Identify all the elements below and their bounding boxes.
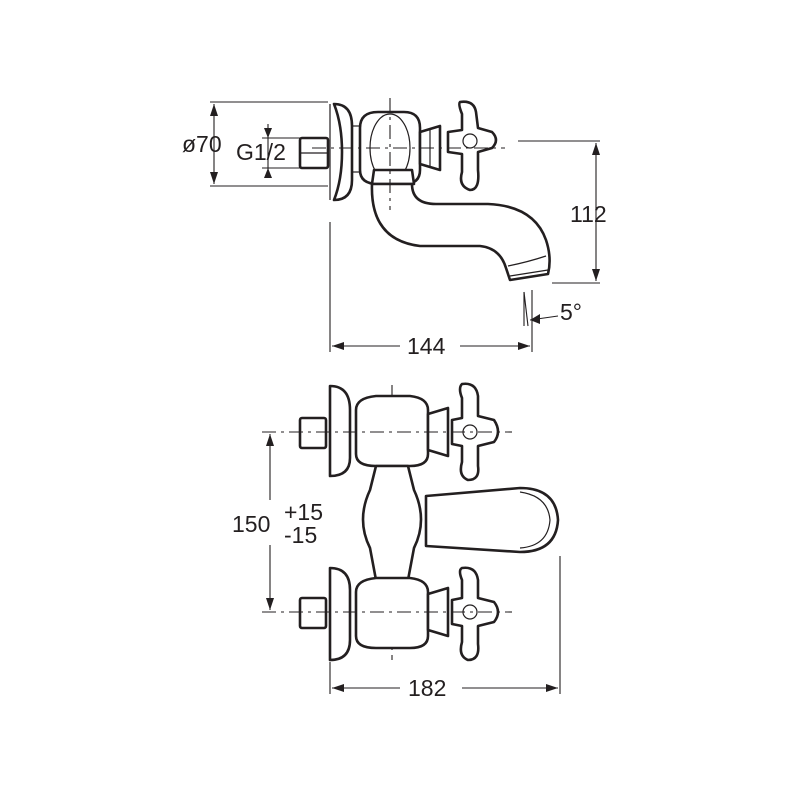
cross-handle-side [446, 100, 498, 192]
central-body [361, 464, 423, 582]
length-label: 144 [407, 333, 446, 359]
spout-angle-label: 5° [560, 299, 582, 325]
thread-label: G1/2 [236, 139, 286, 165]
front-spout [424, 486, 560, 554]
width-label: 182 [408, 675, 446, 701]
upper-inlet-nut [298, 416, 328, 450]
flange-diameter-label: ø70 [182, 131, 222, 157]
tolerance-minus-label: -15 [284, 522, 317, 548]
spout [370, 182, 551, 282]
tolerance-plus-label: +15 [284, 499, 323, 525]
upper-body [354, 394, 430, 468]
side-view: ø70 G1/2 112 144 5° [182, 98, 607, 359]
spout-neck [370, 168, 416, 186]
lower-flange [328, 566, 352, 662]
upper-flange [328, 384, 352, 478]
mixer-body [358, 110, 422, 186]
front-view: 150 +15 -15 182 [232, 382, 561, 701]
lower-body [354, 576, 430, 650]
wall-flange [332, 102, 354, 202]
lower-inlet-nut [298, 596, 328, 630]
height-label: 112 [570, 201, 607, 227]
upper-cross-handle [450, 382, 500, 482]
inlet-spacing-label: 150 [232, 511, 270, 537]
lower-cross-handle [450, 566, 500, 662]
